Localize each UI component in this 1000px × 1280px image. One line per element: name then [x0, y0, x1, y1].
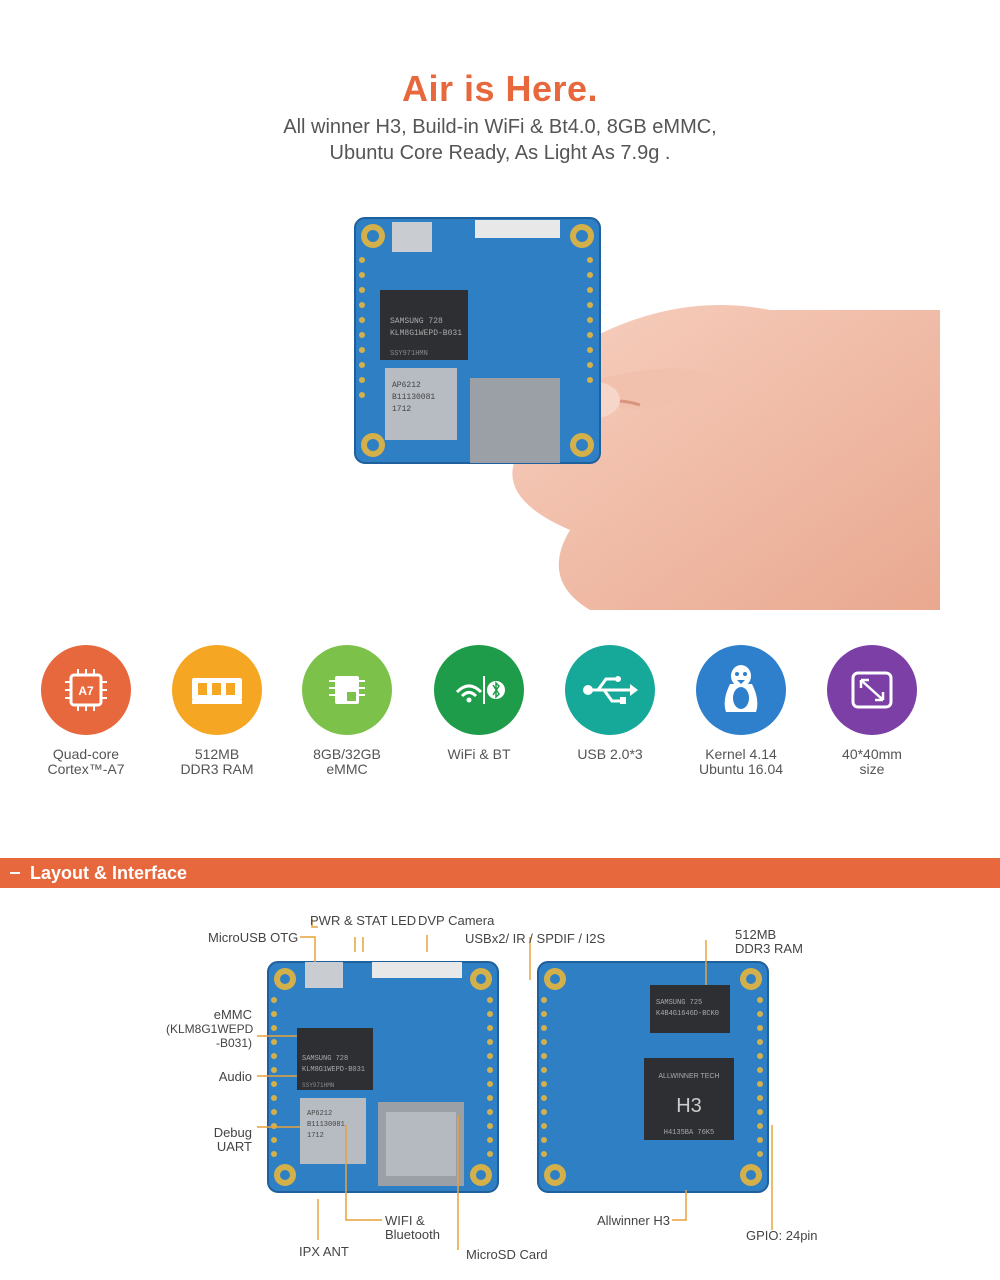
back-ram-text-1: SAMSUNG 725: [656, 999, 702, 1007]
section-header: Layout & Interface: [0, 858, 1000, 888]
feature-os-line2: Ubuntu 16.04: [698, 761, 784, 777]
hero-subtitle-line1: All winner H3, Build-in WiFi & Bt4.0, 8G…: [283, 116, 717, 138]
soc-brand-text: ALLWINNER TECH: [658, 1073, 719, 1080]
back-ram-text-2: K4B4G1646D-BCK0: [656, 1010, 719, 1018]
label-microusb-otg: MicroUSB OTG: [208, 930, 299, 945]
front-wifi-text-3: 1712: [307, 1132, 324, 1140]
label-wifi-2: Bluetooth: [385, 1227, 440, 1242]
label-ram-1: 512MB: [735, 927, 777, 942]
emmc-chip-text-1: SAMSUNG 728: [390, 317, 443, 326]
feature-usb: USB 2.0*3: [545, 645, 675, 762]
front-wifi-text-2: B11130081: [307, 1121, 345, 1129]
label-ipx-ant: IPX ANT: [299, 1244, 349, 1259]
label-debug-1: Debug: [213, 1125, 252, 1140]
front-emmc-text-2: KLM8G1WEPD-B031: [302, 1066, 365, 1074]
feature-ram-line1: 512MB: [194, 746, 240, 762]
front-emmc-text-1: SAMSUNG 728: [302, 1055, 348, 1063]
label-emmc-1: eMMC: [213, 1007, 252, 1022]
label-allwinner-h3: Allwinner H3: [597, 1213, 670, 1228]
feature-wifi-line1: WiFi & BT: [447, 746, 511, 762]
section-title: Layout & Interface: [30, 863, 188, 883]
emmc-icon: [302, 645, 392, 735]
label-audio: Audio: [218, 1069, 252, 1084]
feature-cpu-line1: Quad-core: [52, 746, 120, 762]
dash-icon: [10, 872, 20, 874]
soc-name-text: H3: [676, 1095, 702, 1117]
label-gpio: GPIO: 24pin: [746, 1228, 818, 1243]
label-dvp-camera: DVP Camera: [418, 913, 495, 928]
wifi-chip-text-1: AP6212: [392, 381, 421, 390]
board-front-photo: SAMSUNG 728 KLM8G1WEPD-B031 SSY971HMN AP…: [354, 217, 601, 464]
soc-code-text: H4135BA 76K5: [664, 1129, 714, 1137]
front-wifi-text-1: AP6212: [307, 1110, 332, 1118]
board-back: SAMSUNG 725 K4B4G1646D-BCK0 ALLWINNER TE…: [537, 961, 769, 1193]
cpu-icon: A7: [41, 645, 131, 735]
product-photo: SAMSUNG 728 KLM8G1WEPD-B031 SSY971HMN AP…: [354, 217, 940, 610]
usb-icon: [565, 645, 655, 735]
feature-emmc-line1: 8GB/32GB: [313, 746, 381, 762]
hero-subtitle-line2: Ubuntu Core Ready, As Light As 7.9g .: [329, 142, 671, 164]
wifi-chip-text-3: 1712: [392, 405, 411, 414]
board-front: SAMSUNG 728 KLM8G1WEPD-B031 SSY971HMN AP…: [267, 961, 499, 1193]
size-icon: [827, 645, 917, 735]
label-microsd-card: MicroSD Card: [466, 1247, 548, 1262]
label-wifi-1: WIFI &: [385, 1213, 425, 1228]
emmc-chip-text-3: SSY971HMN: [390, 350, 428, 358]
feature-emmc-line2: eMMC: [326, 761, 368, 777]
feature-cpu-line2: Cortex™-A7: [47, 761, 125, 777]
feature-ram-line2: DDR3 RAM: [180, 761, 254, 777]
label-debug-2: UART: [216, 1139, 252, 1154]
wifi-bt-icon: [434, 645, 524, 735]
ram-icon: [172, 645, 262, 735]
linux-icon: [696, 645, 786, 735]
emmc-chip-text-2: KLM8G1WEPD-B031: [390, 329, 462, 338]
feature-size-line1: 40*40mm: [842, 746, 902, 762]
feature-usb-line1: USB 2.0*3: [577, 746, 643, 762]
front-emmc-text-3: SSY971HMN: [302, 1082, 335, 1089]
label-emmc-3: -B031): [215, 1036, 252, 1050]
label-emmc-2: (KLM8G1WEPD: [166, 1022, 254, 1036]
cpu-badge: A7: [78, 684, 94, 698]
wifi-chip-text-2: B11130081: [392, 393, 435, 402]
leader-lines: [257, 919, 773, 1250]
feature-size-line2: size: [859, 761, 885, 777]
layout-diagram: SAMSUNG 728 KLM8G1WEPD-B031 SSY971HMN AP…: [257, 919, 773, 1250]
label-pwr-stat-led: PWR & STAT LED: [310, 913, 417, 928]
hero-title: Air is Here.: [401, 68, 599, 109]
feature-os-line1: Kernel 4.14: [705, 746, 777, 762]
feature-wifi-bt: WiFi & BT: [414, 645, 544, 762]
label-usbx2: USBx2/ IR / SPDIF / I2S: [465, 931, 606, 946]
label-ram-2: DDR3 RAM: [735, 941, 803, 956]
